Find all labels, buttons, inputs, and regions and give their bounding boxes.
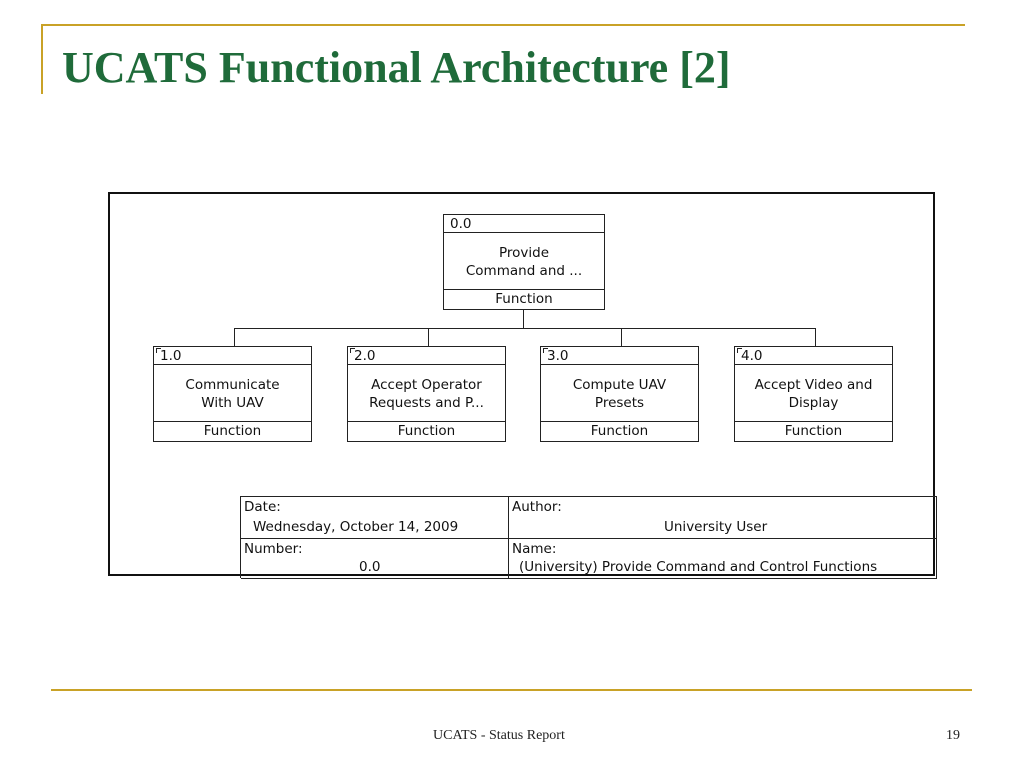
function-hierarchy-diagram: 0.0 Provide Command and ... Function 1.0… <box>108 192 937 579</box>
decomposition-marker-icon <box>543 348 548 353</box>
slide-title: UCATS Functional Architecture [2] <box>62 43 731 92</box>
function-type: Function <box>154 421 311 441</box>
function-box-3[interactable]: 3.0 Compute UAV Presets Function <box>540 346 699 442</box>
connector-child-3 <box>621 328 622 346</box>
function-type: Function <box>444 289 604 309</box>
connector-child-1 <box>234 328 235 346</box>
function-name-line: Accept Video and <box>754 377 873 393</box>
function-box-2[interactable]: 2.0 Accept Operator Requests and P... Fu… <box>347 346 506 442</box>
function-number: 0.0 <box>444 215 604 233</box>
function-number: 1.0 <box>154 347 311 365</box>
title-accent-vertical <box>41 24 43 94</box>
function-name-line: Compute UAV <box>572 377 667 393</box>
decomposition-marker-icon <box>737 348 742 353</box>
diagram-info-block: Date: Wednesday, October 14, 2009 Author… <box>240 496 937 579</box>
function-box-4[interactable]: 4.0 Accept Video and Display Function <box>734 346 893 442</box>
page-number: 19 <box>946 728 960 743</box>
function-number: 3.0 <box>541 347 698 365</box>
info-value: Wednesday, October 14, 2009 <box>253 519 459 535</box>
function-name-line: Display <box>788 395 839 411</box>
function-name-line: Command and ... <box>465 263 583 279</box>
info-value: 0.0 <box>359 559 381 575</box>
info-value: (University) Provide Command and Control… <box>519 559 878 575</box>
info-date-cell: Date: Wednesday, October 14, 2009 <box>241 497 509 539</box>
function-type: Function <box>541 421 698 441</box>
function-type: Function <box>735 421 892 441</box>
info-value: University User <box>664 519 768 535</box>
function-name-line: With UAV <box>201 395 264 411</box>
function-name: Accept Video and Display <box>735 365 892 423</box>
info-name-cell: Name: (University) Provide Command and C… <box>509 539 937 579</box>
info-label: Author: <box>512 499 562 515</box>
function-type: Function <box>348 421 505 441</box>
decomposition-marker-icon <box>156 348 161 353</box>
footer-text: UCATS - Status Report <box>433 728 565 743</box>
info-label: Date: <box>244 499 281 515</box>
function-name-line: Accept Operator <box>371 377 482 393</box>
function-name: Accept Operator Requests and P... <box>348 365 505 423</box>
footer-divider <box>51 689 972 691</box>
info-number-cell: Number: 0.0 <box>241 539 509 579</box>
connector-root-down <box>523 310 524 328</box>
function-number: 2.0 <box>348 347 505 365</box>
function-name-line: Requests and P... <box>369 395 484 411</box>
info-label: Number: <box>244 541 303 557</box>
connector-horizontal <box>234 328 815 329</box>
connector-child-4 <box>815 328 816 346</box>
function-box-1[interactable]: 1.0 Communicate With UAV Function <box>153 346 312 442</box>
decomposition-marker-icon <box>350 348 355 353</box>
function-number: 4.0 <box>735 347 892 365</box>
function-name-line: Provide <box>498 245 550 261</box>
function-name-line: Communicate <box>185 377 280 393</box>
function-name: Compute UAV Presets <box>541 365 698 423</box>
info-label: Name: <box>512 541 557 557</box>
function-box-root[interactable]: 0.0 Provide Command and ... Function <box>443 214 605 310</box>
function-name-line: Presets <box>594 395 645 411</box>
function-name: Communicate With UAV <box>154 365 311 423</box>
connector-child-2 <box>428 328 429 346</box>
title-accent-horizontal <box>41 24 965 26</box>
function-name: Provide Command and ... <box>444 233 604 291</box>
info-author-cell: Author: University User <box>509 497 937 539</box>
